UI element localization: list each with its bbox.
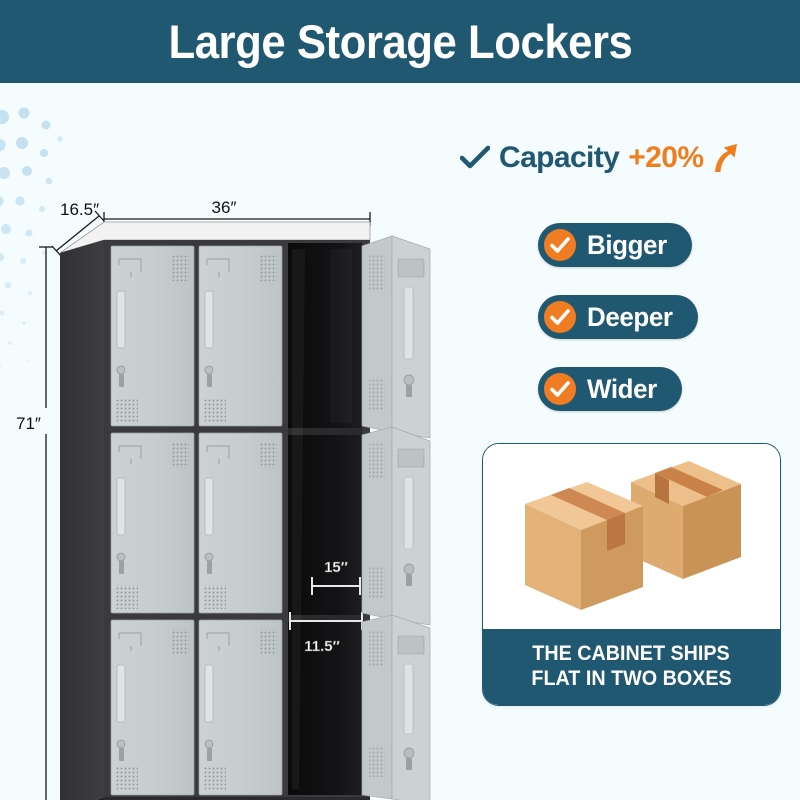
feature-pill-deeper[interactable]: Deeper [538,295,699,339]
features-panel: Capacity +20% Bigger [455,83,800,800]
interior-height-label: 15″ [324,559,348,576]
shipping-caption-line1: THE CABINET SHIPS [532,642,731,666]
page-title: Large Storage Lockers [168,15,632,68]
capacity-label: Capacity [499,141,620,174]
shipping-caption: THE CABINET SHIPS FLAT IN TWO BOXES [483,629,780,705]
locker-door [198,432,283,614]
locker-doors-closed [110,245,283,796]
capacity-headline: Capacity +20% [459,141,800,175]
cabinet-left-side [60,240,104,800]
cardboard-box-back [631,461,741,579]
feature-pill-label: Wider [587,373,657,404]
locker-doors-open [361,235,431,800]
shipping-caption-line2: FLAT IN TWO BOXES [531,667,732,690]
locker-door [110,432,195,614]
check-circle-icon [543,300,577,334]
locker-open-interior [288,243,362,795]
dimension-line-height [39,246,53,800]
dimension-depth-label: 16.5″ [60,200,99,219]
check-circle-icon [543,372,577,406]
cardboard-box-front [525,482,643,610]
product-figure: 16.5″ 36″ 71″ [0,83,470,800]
dimension-width-label: 36″ [212,198,237,217]
locker-door [198,619,283,796]
dimension-height-label: 71″ [16,414,41,433]
check-circle-icon [543,228,577,262]
interior-depth-label: 11.5″ [304,638,340,655]
check-icon [459,145,491,171]
locker-door [110,245,195,427]
up-arrow-icon [711,142,739,174]
feature-pill-label: Bigger [587,229,667,260]
locker-illustration: 16.5″ 36″ 71″ [14,198,431,800]
shipping-info-card: THE CABINET SHIPS FLAT IN TWO BOXES [482,443,781,706]
locker-door-open [361,235,431,439]
feature-pill-wider[interactable]: Wider [538,367,682,411]
locker-door [198,245,283,427]
capacity-value: +20% [628,141,704,174]
locker-door [110,619,195,796]
page-body: 16.5″ 36″ 71″ [0,83,800,800]
locker-door-open [361,614,431,800]
cardboard-boxes-icon [483,444,780,631]
locker-door-open [361,426,431,626]
feature-pill-label: Deeper [587,301,673,332]
header-banner: Large Storage Lockers [0,0,800,83]
interior-dimension-15 [311,577,361,595]
feature-pill-bigger[interactable]: Bigger [538,223,693,267]
